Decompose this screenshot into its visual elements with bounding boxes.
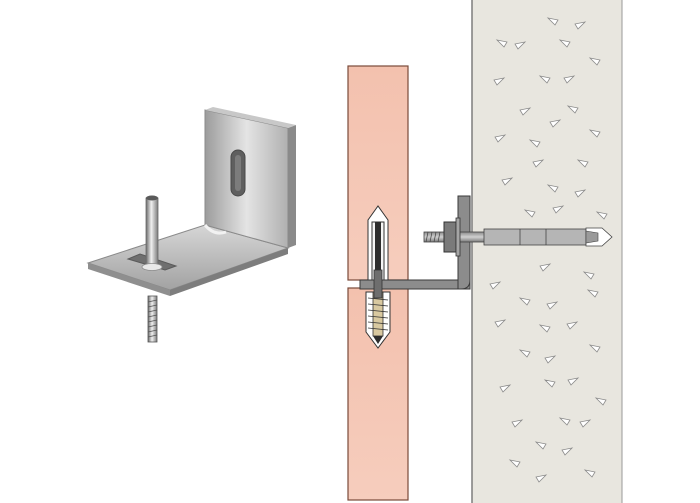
l-bracket-section [359,195,471,299]
aggregate-fleck [594,397,607,406]
aggregate-fleck [583,469,596,478]
aggregate-fleck [561,447,574,456]
aggregate-fleck [595,211,608,220]
aggregate-fleck [588,57,601,66]
aggregate-fleck [494,319,507,328]
lower-threaded-anchor [365,291,391,349]
aggregate-fleck [534,441,547,450]
aggregate-fleck [566,321,579,330]
aggregate-fleck [514,41,527,50]
aggregate-fleck [576,159,589,168]
aggregate-fleck [518,297,531,306]
upper-pin-hole [367,205,389,285]
aggregate-fleck [544,355,557,364]
aggregate-fleck [579,419,592,428]
aggregate-pattern [489,17,608,483]
bracket-vertical-plate [204,109,289,249]
aggregate-fleck [567,377,580,386]
aggregate-fleck [493,77,506,86]
aggregate-fleck [508,459,521,468]
aggregate-fleck [535,474,548,483]
anchor-sleeve [483,228,587,246]
aggregate-fleck [566,105,579,114]
aggregate-fleck [499,384,512,393]
aggregate-fleck [558,39,571,48]
l-bracket-product [86,107,296,343]
aggregate-fleck [586,289,599,298]
aggregate-fleck [563,75,576,84]
aggregate-fleck [546,184,559,193]
concrete-wall [471,0,623,503]
aggregate-fleck [588,129,601,138]
aggregate-fleck [523,209,536,218]
aggregate-fleck [519,107,532,116]
aggregate-fleck [501,177,514,186]
expansion-anchor [423,217,613,257]
aggregate-fleck [552,205,565,214]
aggregate-fleck [511,419,524,428]
aggregate-fleck [538,75,551,84]
anchor-washer [455,217,461,257]
aggregate-fleck [532,159,545,168]
aggregate-fleck [546,17,559,26]
aggregate-fleck [549,119,562,128]
aggregate-fleck [574,189,587,198]
vertical-slot [230,149,246,197]
aggregate-fleck [495,39,508,48]
aggregate-fleck [494,134,507,143]
aggregate-fleck [582,271,595,280]
aggregate-fleck [489,281,502,290]
anchor-nut [443,221,457,253]
aggregate-fleck [528,139,541,148]
aggregate-fleck [546,301,559,310]
aggregate-fleck [539,263,552,272]
threaded-pin [141,195,163,343]
aggregate-fleck [574,21,587,30]
aggregate-fleck [543,379,556,388]
aggregate-fleck [588,344,601,353]
aggregate-fleck [518,349,531,358]
aggregate-fleck [538,324,551,333]
aggregate-fleck [558,417,571,426]
